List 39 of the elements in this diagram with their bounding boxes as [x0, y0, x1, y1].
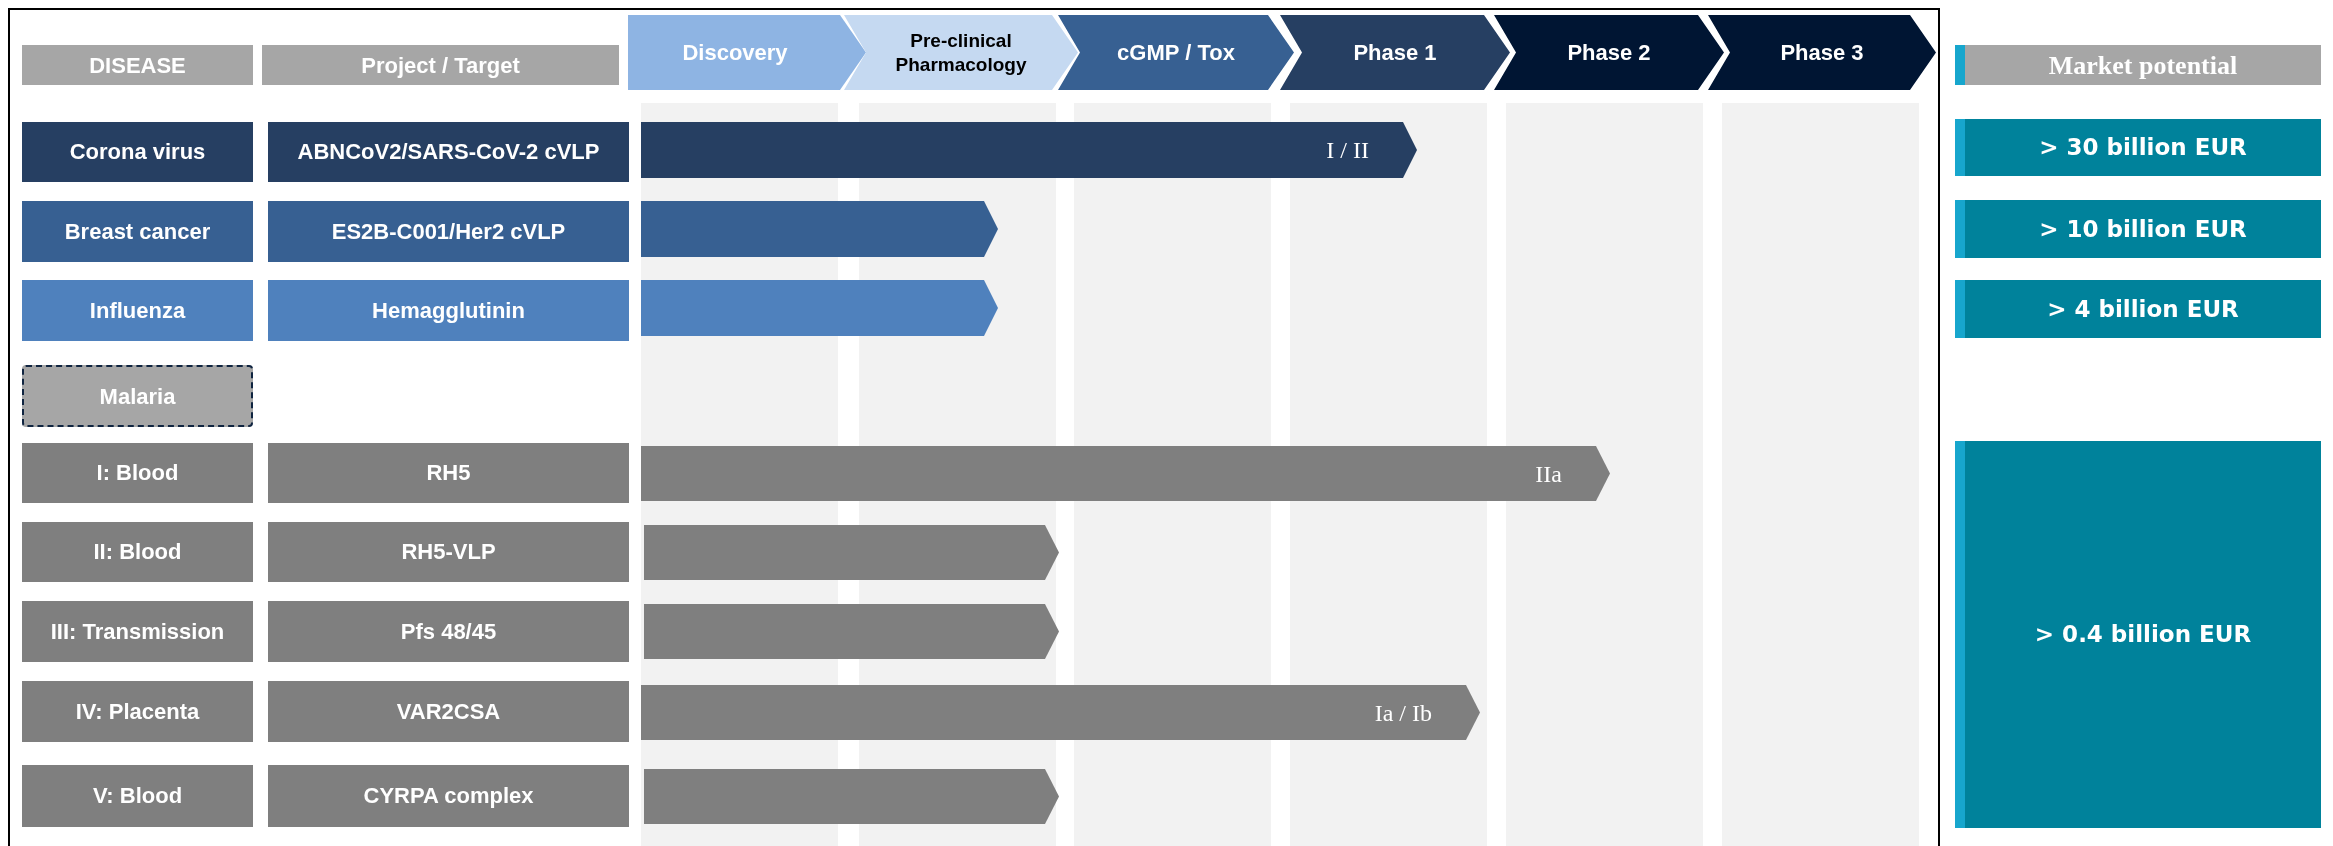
progress-bar: IIa — [641, 446, 1610, 501]
row-label: V: Blood — [22, 765, 253, 827]
row-label: I: Blood — [22, 443, 253, 503]
stage-header: Discovery — [628, 15, 866, 90]
row-label: Corona virus — [22, 122, 253, 182]
market-value: > 10 billion EUR — [1955, 200, 2321, 258]
row-label: IV: Placenta — [22, 681, 253, 742]
progress-bar — [644, 604, 1059, 659]
row-label: RH5-VLP — [268, 522, 629, 582]
row-label: Breast cancer — [22, 201, 253, 262]
row-label: RH5 — [268, 443, 629, 503]
row-label: Pfs 48/45 — [268, 601, 629, 662]
stage-header: Phase 3 — [1708, 15, 1936, 90]
row-label: CYRPA complex — [268, 765, 629, 827]
group-label: Malaria — [22, 365, 253, 427]
phase-grid — [641, 103, 1919, 846]
column-header: Market potential — [1955, 45, 2321, 85]
stage-header: Pre-clinical Pharmacology — [844, 15, 1078, 90]
row-label: ABNCoV2/SARS-CoV-2 cVLP — [268, 122, 629, 182]
progress-bar — [644, 525, 1059, 580]
row-label: II: Blood — [22, 522, 253, 582]
market-value: > 30 billion EUR — [1955, 119, 2321, 176]
progress-bar — [641, 280, 998, 336]
market-value: > 4 billion EUR — [1955, 280, 2321, 338]
column-header: Project / Target — [262, 45, 619, 85]
progress-bar — [641, 201, 998, 257]
row-label: Hemagglutinin — [268, 280, 629, 341]
progress-bar — [644, 769, 1059, 824]
progress-bar: Ia / Ib — [641, 685, 1480, 740]
row-label: III: Transmission — [22, 601, 253, 662]
progress-bar: I / II — [641, 122, 1417, 178]
market-value: > 0.4 billion EUR — [1955, 441, 2321, 828]
row-label: VAR2CSA — [268, 681, 629, 742]
row-label: ES2B-C001/Her2 cVLP — [268, 201, 629, 262]
column-header: DISEASE — [22, 45, 253, 85]
stage-header: Phase 1 — [1280, 15, 1510, 90]
row-label: Influenza — [22, 280, 253, 341]
stage-header: Phase 2 — [1494, 15, 1724, 90]
stage-header: cGMP / Tox — [1058, 15, 1294, 90]
